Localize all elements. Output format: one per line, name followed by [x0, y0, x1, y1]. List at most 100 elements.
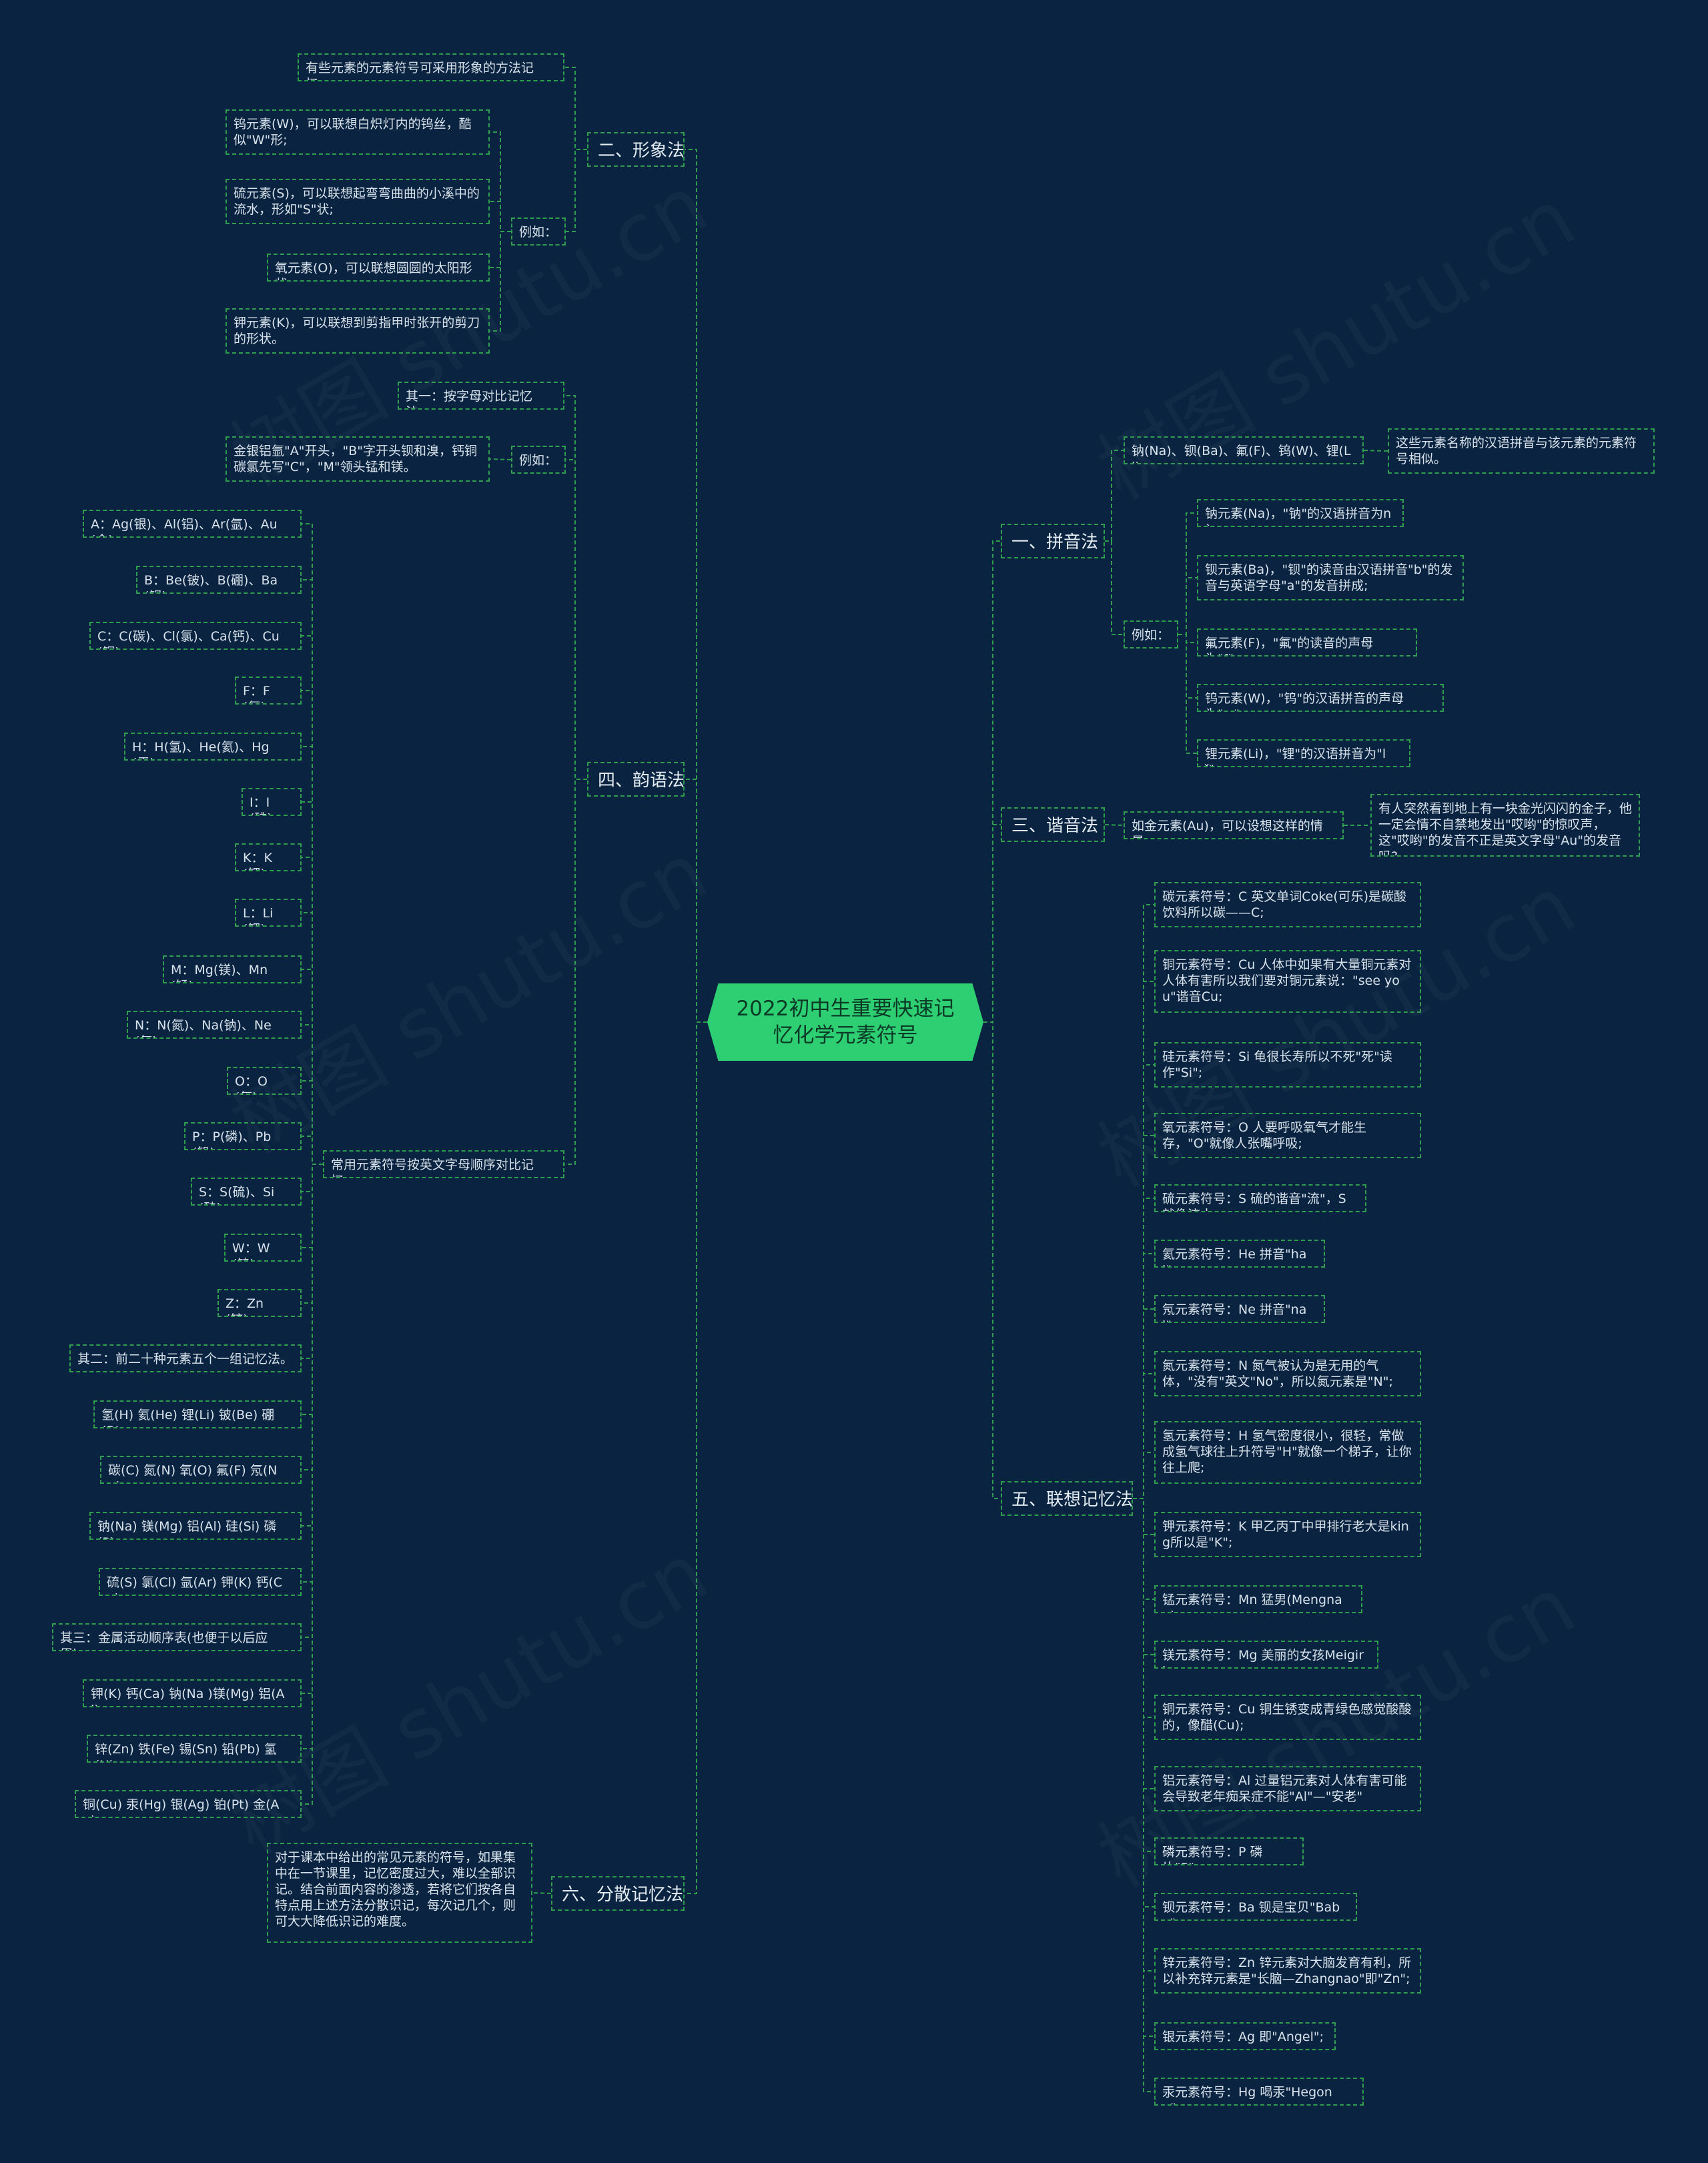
node-image-example[interactable]: 钾元素(K)，可以联想到剪指甲时张开的剪刀的形状。 — [226, 308, 490, 354]
branch-association[interactable]: 五、联想记忆法 — [1001, 1481, 1133, 1516]
node-pinyin-example[interactable]: 钠元素(Na)，"钠"的汉语拼音为nà; — [1197, 499, 1404, 527]
connector-b1-note — [1363, 450, 1388, 452]
node-association-item[interactable]: 氖元素符号：Ne 拼音"nai"; — [1154, 1295, 1325, 1323]
node-pinyin-example[interactable]: 氟元素(F)，"氟"的读音的声母为"f"， — [1197, 628, 1417, 657]
node-scattered-text[interactable]: 对于课本中给出的常见元素的符号，如果集中在一节课里，记忆密度过大，难以全部识记。… — [267, 1843, 532, 1943]
connector-b4-common — [564, 779, 587, 1165]
node-pinyin-example[interactable]: 钡元素(Ba)，"钡"的读音由汉语拼音"b"的发音与英语字母"a"的发音拼成; — [1197, 555, 1464, 600]
node-rhyme-letter[interactable]: C：C(碳)、Cl(氯)、Ca(钙)、Cu(铜); — [89, 622, 302, 650]
connector-b5-item — [1133, 1498, 1154, 2092]
connector-b1-example-item — [1178, 634, 1197, 754]
connector-b1-example-item — [1178, 577, 1197, 635]
node-rhyme-letter[interactable]: M：Mg(镁)、Mn(锰); — [163, 955, 302, 983]
node-rhyme-letter[interactable]: 其三：金属活动顺序表(也便于以后应用)。 — [52, 1623, 302, 1651]
connector-root-b6 — [685, 1021, 707, 1894]
node-rhyme-letter[interactable]: L：Li(锂); — [235, 899, 302, 927]
node-association-item[interactable]: 汞元素符号：Hg 喝汞"Hegong"。 — [1154, 2078, 1364, 2106]
node-association-item[interactable]: 氦元素符号：He 拼音"hai"; — [1154, 1240, 1325, 1268]
node-rhyme-letter[interactable]: 硫(S) 氯(Cl) 氩(Ar) 钾(K) 钙(Ca)。 — [99, 1568, 302, 1596]
connector-root-b1 — [983, 540, 1001, 1023]
connector-b4-letter — [302, 1164, 323, 1805]
node-rhyme-letter[interactable]: Z：Zn(锌)。 — [218, 1289, 302, 1317]
node-association-item[interactable]: 镁元素符号：Mg 美丽的女孩Meigirl; — [1154, 1641, 1378, 1669]
node-association-item[interactable]: 铝元素符号：Al 过量铝元素对人体有害可能会导致老年痴呆症不能"Al"—"安老" — [1154, 1766, 1421, 1811]
connector-b2-example-item — [490, 201, 511, 232]
node-image-example[interactable]: 氧元素(O)，可以联想圆圆的太阳形状; — [267, 254, 490, 282]
node-rhyme-example[interactable]: 金银铝氩"A"开头，"B"字开头钡和溴，钙铜碳氯先写"C"，"M"领头锰和镁。 — [226, 436, 490, 482]
node-association-item[interactable]: 磷元素符号：P 磷片"P"; — [1154, 1837, 1304, 1865]
node-image-intro[interactable]: 有些元素的元素符号可采用形象的方法记忆。 — [298, 53, 564, 81]
node-pinyin-example-label[interactable]: 例如： — [1124, 620, 1178, 648]
node-image-example[interactable]: 硫元素(S)，可以联想起弯弯曲曲的小溪中的流水，形如"S"状; — [226, 179, 490, 224]
node-rhyme-letter[interactable]: 其二：前二十种元素五个一组记忆法。 — [69, 1344, 302, 1372]
node-rhyme-letter[interactable]: 碳(C) 氮(N) 氧(O) 氟(F) 氖(Ne)， — [100, 1456, 302, 1484]
connector-b2-example — [566, 149, 587, 232]
node-association-item[interactable]: 氢元素符号：H 氢气密度很小，很轻，常做成氢气球往上升符号"H"就像一个梯子，让… — [1154, 1421, 1421, 1484]
node-association-item[interactable]: 钡元素符号：Ba 钡是宝贝"Baby"; — [1154, 1893, 1357, 1921]
node-pinyin-elements[interactable]: 钠(Na)、钡(Ba)、氟(F)、钨(W)、锂(Li)： — [1124, 436, 1364, 464]
node-association-item[interactable]: 锌元素符号：Zn 锌元素对大脑发育有利，所以补充锌元素是"长脑—Zhangnao… — [1154, 1948, 1421, 1994]
node-rhyme-letter[interactable]: F：F(氟); — [235, 677, 302, 705]
node-pinyin-note[interactable]: 这些元素名称的汉语拼音与该元素的元素符号相似。 — [1388, 428, 1655, 474]
node-rhyme-letter[interactable]: W：W(钨); — [224, 1234, 302, 1262]
root-topic-label: 2022初中生重要快速记忆化学元素符号 — [736, 997, 955, 1047]
connector-b5-item — [1133, 1498, 1154, 2037]
node-image-example[interactable]: 钨元素(W)，可以联想白炽灯内的钨丝，酷似"W"形; — [226, 109, 490, 155]
node-association-item[interactable]: 铜元素符号：Cu 人体中如果有大量铜元素对人体有害所以我们要对铜元素说："see… — [1154, 950, 1421, 1013]
connector-b4-letter — [302, 1164, 323, 1583]
node-homophone-detail[interactable]: 有人突然看到地上有一块金光闪闪的金子，他一定会情不自禁地发出"哎哟"的惊叹声，这… — [1370, 794, 1640, 857]
node-rhyme-letter[interactable]: 钾(K) 钙(Ca) 钠(Na )镁(Mg) 铝(Al)， — [83, 1679, 302, 1707]
node-association-item[interactable]: 铜元素符号：Cu 铜生锈变成青绿色感觉酸酸的，像醋(Cu); — [1154, 1695, 1421, 1740]
node-association-item[interactable]: 碳元素符号：C 英文单词Coke(可乐)是碳酸饮料所以碳——C; — [1154, 882, 1421, 927]
node-rhyme-letter[interactable]: 钠(Na) 镁(Mg) 铝(Al) 硅(Si) 磷(P)， — [89, 1512, 302, 1540]
node-pinyin-example[interactable]: 钨元素(W)，"钨"的汉语拼音的声母为"w"; — [1197, 684, 1444, 712]
connector-b1-summary — [1105, 450, 1124, 542]
node-association-item[interactable]: 锰元素符号：Mn 猛男(Mengnan); — [1154, 1585, 1362, 1613]
node-association-item[interactable]: 氧元素符号：O 人要呼吸氧气才能生存，"O"就像人张嘴呼吸; — [1154, 1113, 1421, 1158]
branch-pinyin[interactable]: 一、拼音法 — [1001, 524, 1105, 558]
node-rhyme-example-label[interactable]: 例如： — [511, 446, 566, 474]
node-rhyme-letter[interactable]: O：O(氧); — [227, 1067, 302, 1095]
node-rhyme-letter[interactable]: I：I(碘); — [242, 788, 302, 816]
node-association-item[interactable]: 钾元素符号：K 甲乙丙丁中甲排行老大是king所以是"K"; — [1154, 1512, 1421, 1557]
connector-b1-example-item — [1178, 512, 1197, 635]
node-rhyme-letter[interactable]: H：H(氢)、He(氦)、Hg(汞); — [124, 733, 302, 761]
node-rhyme-first[interactable]: 其一：按字母对比记忆法。 — [398, 382, 564, 410]
connector-b4-letter — [302, 746, 323, 1165]
connector-b4-letter — [302, 801, 323, 1165]
root-topic[interactable]: 2022初中生重要快速记忆化学元素符号 — [707, 983, 983, 1061]
connector-root-b2 — [685, 149, 707, 1023]
connector-b5-item — [1133, 1452, 1154, 1499]
node-rhyme-letter[interactable]: B：Be(铍)、B(硼)、Ba(钡); — [136, 566, 302, 594]
node-rhyme-letter[interactable]: K：K(钾); — [235, 843, 302, 871]
node-rhyme-common[interactable]: 常用元素符号按英文字母顺序对比记忆： — [323, 1150, 564, 1178]
node-association-item[interactable]: 硫元素符号：S 硫的谐音"流"，S就像流水; — [1154, 1184, 1366, 1212]
node-rhyme-letter[interactable]: P：P(磷)、Pb(铅); — [184, 1122, 302, 1150]
node-rhyme-letter[interactable]: 锌(Zn) 铁(Fe) 锡(Sn) 铅(Pb) 氢(H)， — [87, 1735, 302, 1763]
node-rhyme-letter[interactable]: N：N(氮)、Na(钠)、Ne(氖); — [127, 1011, 302, 1039]
node-image-example-label[interactable]: 例如： — [511, 218, 566, 246]
connector-b2-example-item — [490, 131, 511, 232]
node-homophone-example[interactable]: 如金元素(Au)，可以设想这样的情景： — [1124, 811, 1344, 839]
node-pinyin-example[interactable]: 锂元素(Li)，"锂"的汉语拼音为"lǐ"。 — [1197, 739, 1410, 767]
connector-b2-example-item — [490, 231, 511, 332]
branch-image[interactable]: 二、形象法 — [587, 132, 685, 167]
node-rhyme-letter[interactable]: A：Ag(银)、Al(铝)、Ar(氩)、Au(金); — [83, 510, 302, 538]
node-rhyme-letter[interactable]: 铜(Cu) 汞(Hg) 银(Ag) 铂(Pt) 金(Au)。 — [75, 1790, 302, 1818]
node-association-item[interactable]: 氮元素符号：N 氮气被认为是无用的气体，"没有"英文"No"，所以氮元素是"N"… — [1154, 1351, 1421, 1396]
node-rhyme-letter[interactable]: S：S(硫)、Si(硅); — [191, 1178, 302, 1206]
connector-root-b5 — [983, 1021, 1001, 1499]
connector-b4-example-item — [489, 458, 512, 460]
branch-rhyme[interactable]: 四、韵语法 — [587, 762, 685, 797]
connector-b1-example-item — [1178, 634, 1197, 699]
node-association-item[interactable]: 银元素符号：Ag 即"Angel"; — [1154, 2022, 1336, 2050]
connector-b4-letter — [302, 1164, 323, 1192]
node-association-item[interactable]: 硅元素符号：Si 龟很长寿所以不死"死"读作"Si"; — [1154, 1042, 1421, 1088]
connector-b5-item — [1133, 1373, 1154, 1499]
connector-b4-example — [566, 459, 587, 780]
branch-homophone[interactable]: 三、谐音法 — [1001, 807, 1105, 842]
node-rhyme-letter[interactable]: 氢(H) 氦(He) 锂(Li) 铍(Be) 硼(B)， — [93, 1400, 302, 1428]
branch-scattered[interactable]: 六、分散记忆法 — [551, 1876, 685, 1911]
